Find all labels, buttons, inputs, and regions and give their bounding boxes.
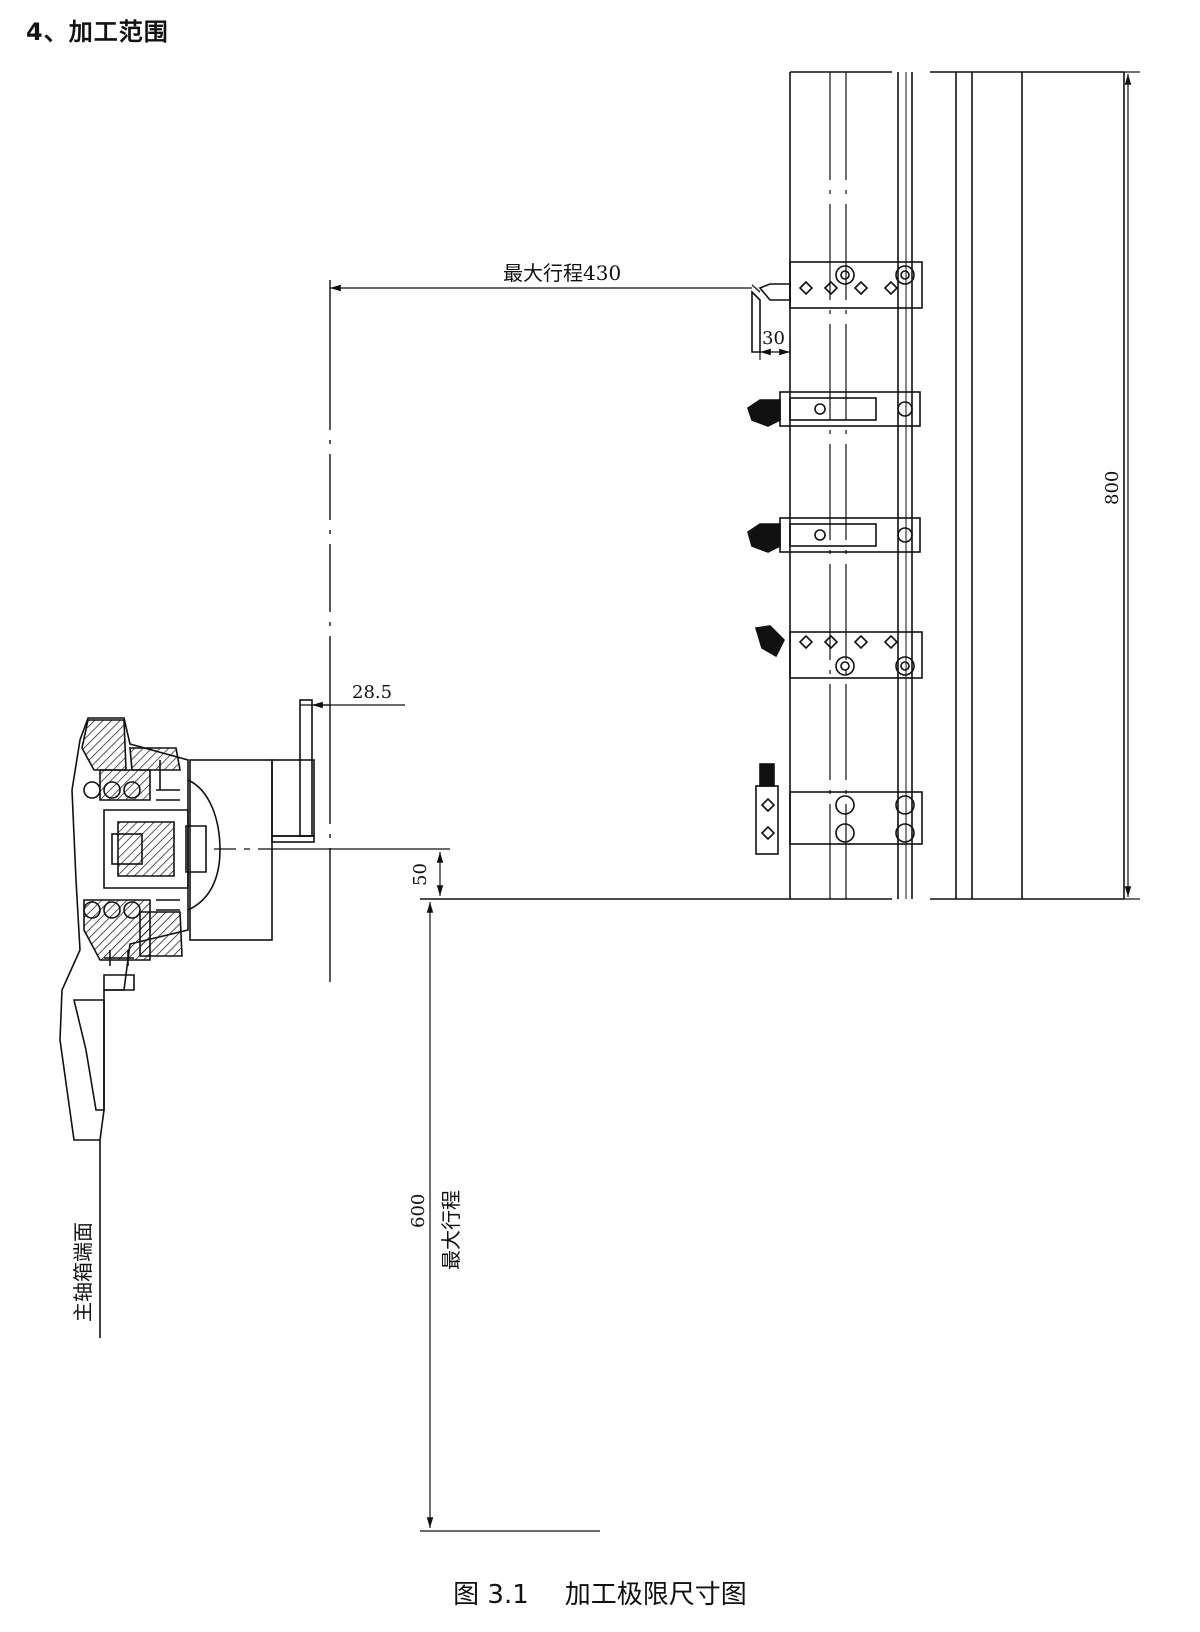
- tool-holder-3: [747, 517, 921, 553]
- total-length-label: 800: [1102, 471, 1123, 505]
- offset-tool-label: 30: [762, 328, 785, 349]
- tool-holder-1: [751, 261, 923, 353]
- center-offset-label: 50: [410, 863, 431, 886]
- max-travel-x-label: 最大行程430: [503, 261, 621, 285]
- turret-dashdot: [829, 72, 847, 899]
- turret-frame: [789, 71, 1125, 900]
- figure-caption: 图 3.1 加工极限尺寸图: [0, 1574, 1200, 1611]
- max-travel-z-label: 最大行程: [439, 1190, 463, 1270]
- spindle-face-label: 主轴箱端面: [71, 1222, 95, 1322]
- max-travel-z-value: 600: [408, 1194, 429, 1228]
- chuck-offset-label: 28.5: [352, 682, 392, 703]
- tool-holder-5: [755, 763, 923, 855]
- spindle-head: [59, 699, 315, 1338]
- figure-title: 加工极限尺寸图: [564, 1580, 747, 1610]
- figure-number: 图 3.1: [453, 1580, 529, 1610]
- tool-holder-2: [747, 391, 921, 427]
- section-heading: 4、加工范围: [26, 18, 169, 46]
- tool-holder-4: [754, 625, 923, 679]
